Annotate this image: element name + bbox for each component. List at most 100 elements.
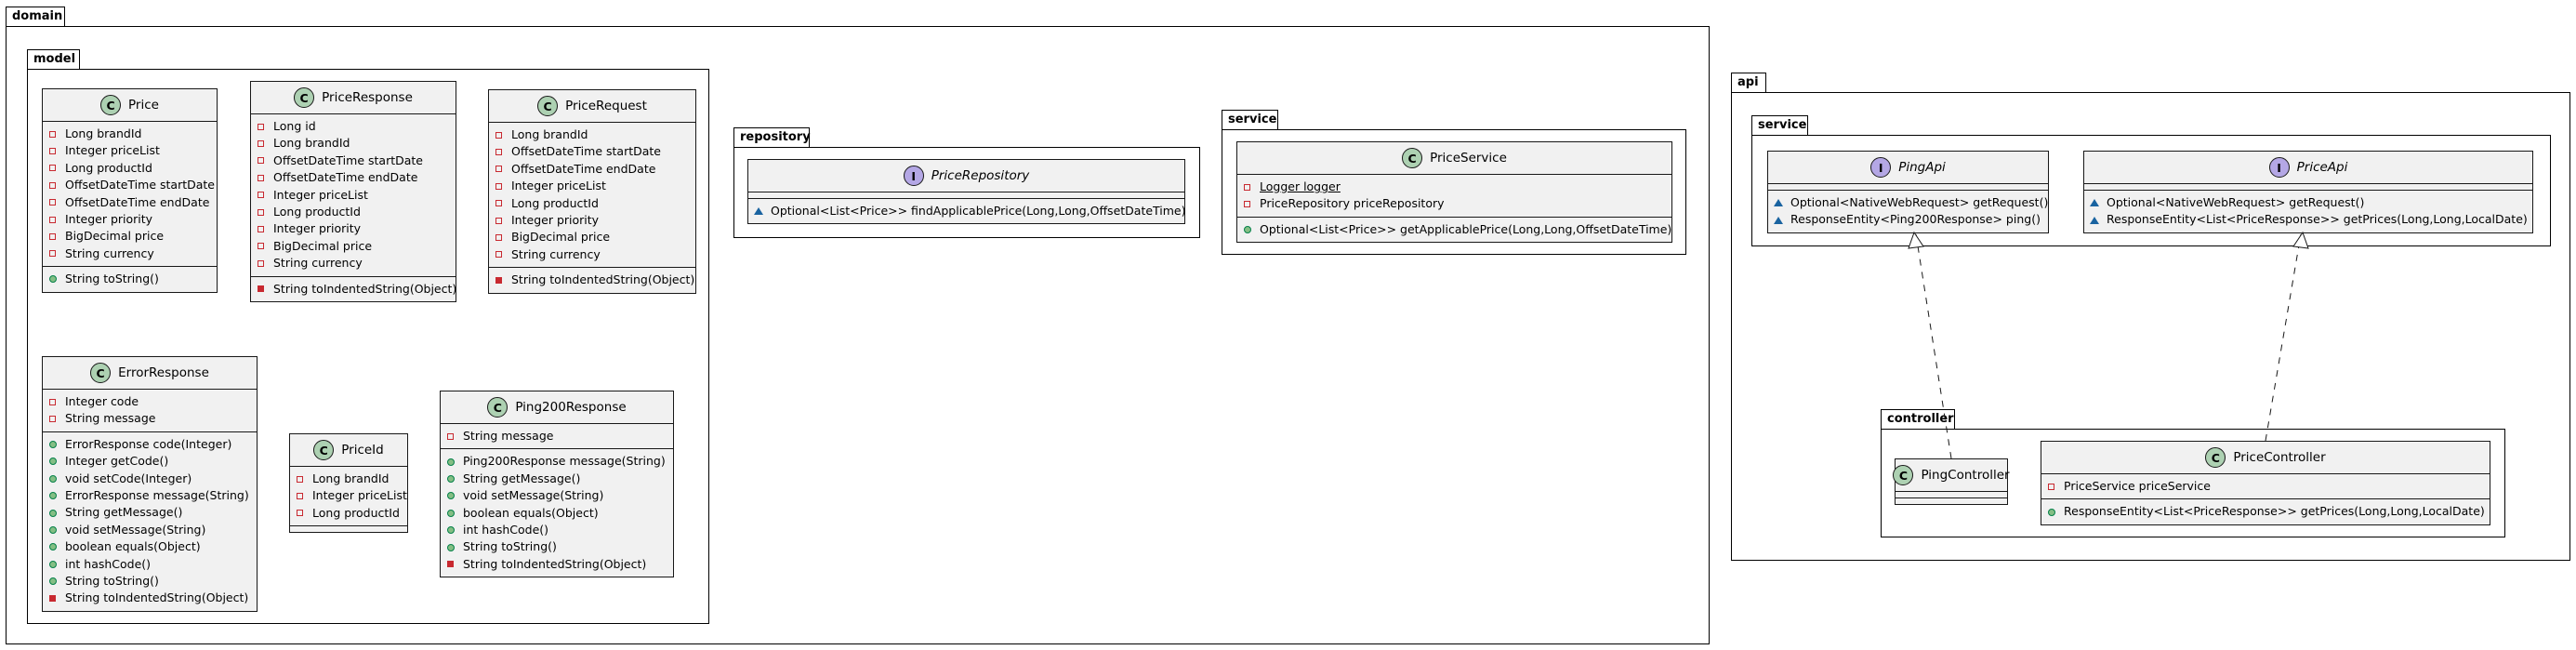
private-field-icon	[2048, 483, 2054, 490]
package-method-icon	[754, 207, 763, 216]
field: String currency	[43, 245, 217, 262]
private-field-icon	[495, 200, 502, 207]
private-field-icon	[49, 250, 56, 258]
field-text: Long productId	[511, 195, 599, 210]
package-model	[27, 69, 709, 624]
field-text: String message	[463, 429, 554, 443]
field: PriceRepository priceRepository	[1237, 195, 1671, 212]
interface-badge-icon: I	[903, 166, 924, 186]
private-field-icon	[258, 174, 264, 181]
methods-section: String toIndentedString(Object)	[251, 275, 457, 301]
method: ResponseEntity<List<PriceResponse>> getP…	[2084, 211, 2532, 228]
field: Long brandId	[489, 126, 695, 143]
methods-section: ResponseEntity<List<PriceResponse>> getP…	[2041, 498, 2490, 524]
class-name: ErrorResponse	[118, 365, 209, 380]
class-badge-icon: C	[1893, 465, 1914, 485]
method-text: Optional<List<Price>> findApplicablePric…	[771, 204, 1186, 218]
package-api-tab: api	[1731, 73, 1766, 93]
method-text: boolean equals(Object)	[463, 505, 599, 520]
class-name: PriceRequest	[565, 99, 647, 113]
field: String currency	[251, 255, 456, 272]
method-text: int hashCode()	[463, 522, 549, 537]
field: Long productId	[251, 204, 456, 220]
field: OffsetDateTime endDate	[489, 161, 695, 178]
public-method-icon	[49, 492, 57, 500]
private-method-icon	[495, 276, 502, 284]
package-controller	[1881, 429, 2505, 537]
private-field-icon	[495, 251, 502, 259]
public-method-icon	[49, 458, 57, 466]
private-field-icon	[297, 475, 303, 483]
class-name: PriceRepository	[931, 168, 1030, 183]
interface-badge-icon: I	[1870, 157, 1892, 178]
field-text: Long brandId	[511, 127, 588, 141]
field: Long productId	[489, 195, 695, 212]
public-method-icon	[2048, 508, 2055, 516]
private-field-icon	[297, 510, 303, 517]
methods-section: Optional<List<Price>> getApplicablePrice…	[1237, 216, 1671, 242]
method: Ping200Response message(String)	[441, 453, 673, 470]
private-method-icon	[49, 594, 56, 602]
field-text: Long brandId	[65, 126, 142, 140]
method-text: Optional<List<Price>> getApplicablePrice…	[1260, 221, 1672, 236]
field-text: Integer priceList	[511, 179, 606, 193]
private-field-icon	[258, 140, 264, 148]
field: String message	[43, 410, 257, 427]
private-field-icon	[49, 416, 56, 423]
methods-section: ErrorResponse code(Integer)Integer getCo…	[43, 431, 257, 611]
method-text: ResponseEntity<Ping200Response> ping()	[1790, 212, 2041, 227]
field-text: String message	[65, 411, 156, 426]
field: OffsetDateTime startDate	[251, 153, 456, 169]
field-text: BigDecimal price	[273, 238, 373, 253]
method: ErrorResponse message(String)	[43, 487, 257, 504]
private-field-icon	[447, 432, 454, 440]
method-text: String toIndentedString(Object)	[273, 281, 457, 296]
method: int hashCode()	[441, 522, 673, 538]
class-name: Price	[128, 98, 159, 113]
method-text: void setMessage(String)	[463, 488, 604, 503]
method: String toIndentedString(Object)	[489, 272, 695, 288]
package-repository	[733, 147, 1200, 238]
field: String currency	[489, 246, 695, 263]
public-method-icon	[49, 474, 57, 483]
class-badge-icon: C	[294, 87, 315, 108]
method: String getMessage()	[441, 471, 673, 487]
package-domain-service-tab: service	[1222, 110, 1278, 130]
field: Integer priority	[489, 212, 695, 229]
private-method-icon	[258, 285, 264, 293]
field-text: Integer priceList	[273, 187, 368, 202]
methods-section: Optional<NativeWebRequest> getRequest()R…	[1768, 190, 2048, 232]
public-method-icon	[49, 525, 57, 534]
method: Optional<List<Price>> findApplicablePric…	[748, 203, 1186, 219]
field-text: Integer priority	[273, 221, 362, 236]
method: void setMessage(String)	[441, 487, 673, 504]
class-name: PingApi	[1898, 160, 1946, 175]
private-field-icon	[495, 166, 502, 173]
private-field-icon	[49, 130, 56, 138]
method: void setMessage(String)	[43, 522, 257, 538]
method: Optional<List<Price>> getApplicablePrice…	[1237, 221, 1671, 238]
field: Long brandId	[290, 471, 407, 487]
public-method-icon	[49, 275, 57, 284]
field: Integer code	[43, 393, 257, 410]
package-api-service	[1751, 135, 2551, 246]
private-field-icon	[495, 217, 502, 224]
package-method-icon	[1774, 199, 1783, 207]
method-text: void setCode(Integer)	[65, 471, 192, 485]
public-method-icon	[49, 577, 57, 586]
private-field-icon	[49, 233, 56, 241]
realization-ping-controller-ping-api	[1908, 231, 1952, 459]
method-text: String toIndentedString(Object)	[463, 556, 647, 571]
method-text: String getMessage()	[463, 471, 581, 485]
methods-section: Optional<List<Price>> findApplicablePric…	[748, 198, 1186, 223]
method-text: ResponseEntity<List<PriceResponse>> getP…	[2107, 212, 2528, 227]
